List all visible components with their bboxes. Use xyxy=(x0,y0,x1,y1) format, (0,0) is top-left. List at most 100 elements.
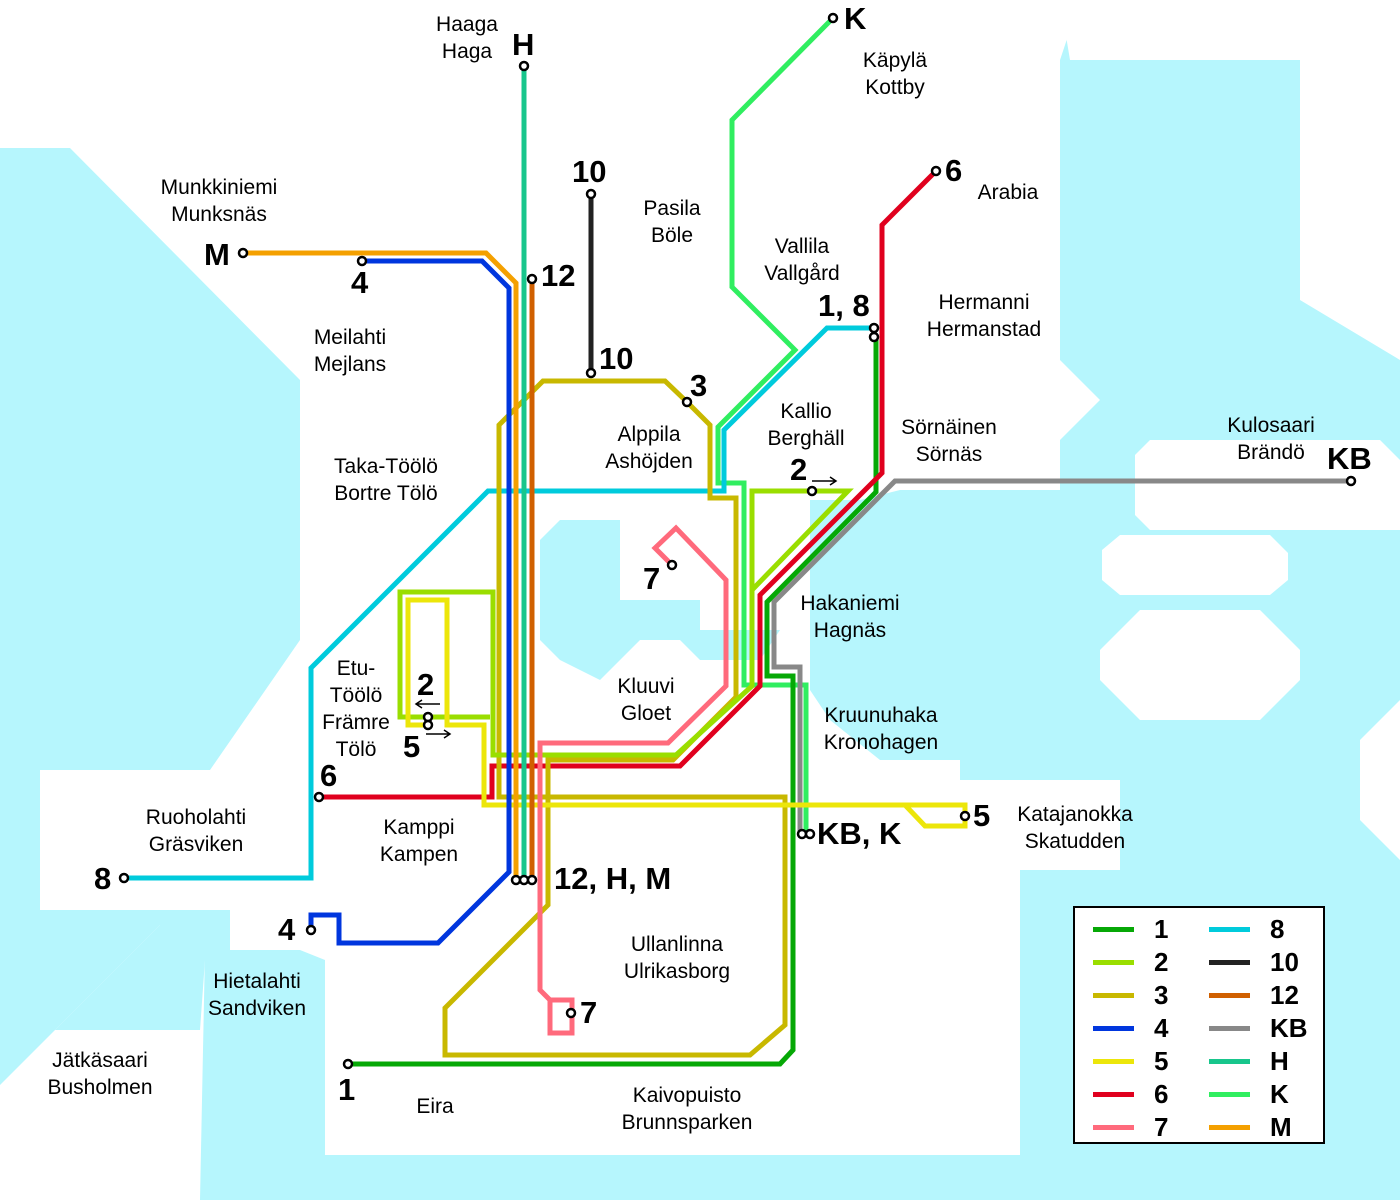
line-KB[interactable] xyxy=(771,478,1351,834)
place-name-fi: Eira xyxy=(416,1095,454,1118)
legend-swatch xyxy=(1209,959,1250,965)
legend-label: 4 xyxy=(1154,1012,1169,1043)
place-name-sv-2: Tölö xyxy=(335,738,377,761)
place-name-sv: Sandviken xyxy=(207,997,307,1020)
arrow-left-icon xyxy=(414,699,440,709)
terminal-label-k: K xyxy=(844,1,867,36)
line-3[interactable] xyxy=(442,378,788,1058)
place-name-sv: Mejlans xyxy=(313,353,387,376)
legend-swatch xyxy=(1093,926,1134,932)
legend-label: KB xyxy=(1270,1012,1308,1043)
terminal-label-7-north: 7 xyxy=(643,561,661,596)
place-name-sv: Brunnsparken xyxy=(621,1111,753,1134)
terminal-label-10-pasila: 10 xyxy=(599,341,634,376)
place-name-fi: Alppila xyxy=(617,423,681,446)
place-name-sv: Skatudden xyxy=(1024,830,1126,853)
legend-item: H xyxy=(1209,1046,1289,1076)
legend-label: 7 xyxy=(1154,1111,1169,1142)
terminal-label-7-south: 7 xyxy=(580,995,598,1030)
place-name-fi: Käpylä xyxy=(862,49,928,72)
legend-item: K xyxy=(1209,1079,1289,1109)
line-4[interactable] xyxy=(308,258,512,946)
place-name-fi: Arabia xyxy=(977,181,1039,204)
legend-item: 1 xyxy=(1093,914,1168,944)
terminal-label-6-arabia: 6 xyxy=(945,153,963,188)
legend-label: 1 xyxy=(1154,913,1169,944)
legend-swatch xyxy=(1209,992,1250,998)
place-name-sv: Gloet xyxy=(620,702,672,725)
line-8[interactable] xyxy=(124,325,874,881)
legend-label: 12 xyxy=(1270,979,1299,1010)
legend-swatch xyxy=(1093,1091,1134,1097)
legend-item: 5 xyxy=(1093,1046,1168,1076)
place-name-fi: Hietalahti xyxy=(213,970,301,993)
place-name-sv: Främre xyxy=(322,711,390,734)
legend-swatch xyxy=(1093,1058,1134,1064)
line-M[interactable] xyxy=(243,250,519,880)
line-5[interactable] xyxy=(405,597,968,829)
legend-item: KB xyxy=(1209,1013,1308,1043)
place-name-fi: Ullanlinna xyxy=(630,933,724,956)
place-name-fi: Etu- xyxy=(336,657,376,680)
terminal-label-kb-k: KB, K xyxy=(817,816,902,851)
place-name-sv: Vallgård xyxy=(764,262,840,285)
legend-swatch xyxy=(1209,1124,1250,1130)
place-name-fi: Kruunuhaka xyxy=(824,704,938,727)
place-name-fi: Vallila xyxy=(774,235,830,258)
place-name-sv: Bortre Tölö xyxy=(334,482,438,505)
terminal-label-1: 1 xyxy=(338,1072,356,1107)
terminal-stops xyxy=(118,12,1357,1070)
place-name-sv: Ashöjden xyxy=(605,450,693,473)
place-name-fi: Kallio xyxy=(780,400,832,423)
line-K[interactable] xyxy=(715,16,835,834)
terminal-label-3: 3 xyxy=(690,368,708,403)
line-7[interactable] xyxy=(537,524,729,1036)
terminal-label-4-north: 4 xyxy=(351,265,369,300)
place-name-sv: Munksnäs xyxy=(171,203,267,226)
legend-label: 8 xyxy=(1270,913,1285,944)
line-2-spur[interactable] xyxy=(749,488,812,590)
line-1[interactable] xyxy=(348,335,879,1067)
legend-label: 6 xyxy=(1154,1078,1169,1109)
legend-label: 3 xyxy=(1154,979,1169,1010)
place-name-sv: Berghäll xyxy=(767,427,845,450)
legend-item: 3 xyxy=(1093,980,1168,1010)
legend-item: 2 xyxy=(1093,947,1168,977)
terminal-label-12: 12 xyxy=(541,258,576,293)
legend-item: 12 xyxy=(1209,980,1299,1010)
place-name-fi: Hakaniemi xyxy=(800,592,900,615)
legend-swatch xyxy=(1209,1091,1250,1097)
place-name-sv: Böle xyxy=(650,224,694,247)
legend-item: 4 xyxy=(1093,1013,1168,1043)
place-name-sv: Sörnäs xyxy=(915,443,983,466)
legend-swatch xyxy=(1209,926,1250,932)
terminal-label-8: 8 xyxy=(94,861,112,896)
arrow-right-icon xyxy=(812,476,838,486)
terminal-label-1-8: 1, 8 xyxy=(818,288,870,323)
place-name-fi: Katajanokka xyxy=(1017,803,1133,826)
place-name-sv: Busholmen xyxy=(47,1076,153,1099)
terminal-label-10-top: 10 xyxy=(572,154,607,189)
legend-label: 5 xyxy=(1154,1045,1169,1076)
line-6[interactable] xyxy=(319,169,938,800)
place-name-fi: Ruoholahti xyxy=(145,806,247,829)
place-name-fi: Kulosaari xyxy=(1227,414,1315,437)
terminal-label-4-south: 4 xyxy=(278,912,296,947)
direction-arrows xyxy=(414,476,838,739)
